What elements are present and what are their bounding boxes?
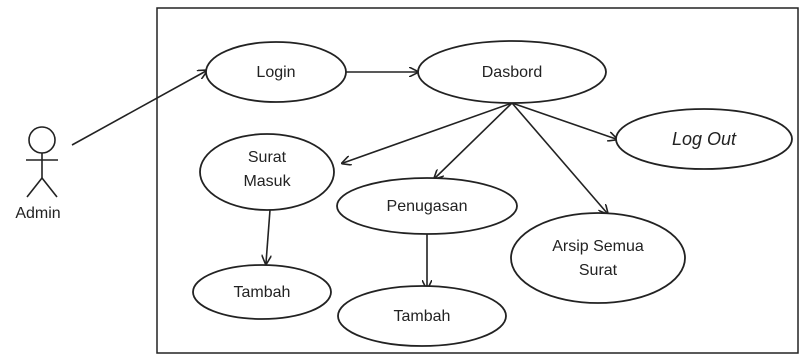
tambah-1-label: Tambah	[234, 284, 291, 301]
surat-masuk-label-line1: Surat	[248, 149, 287, 166]
connectors	[71, 71, 616, 288]
arsip-label-line2: Surat	[579, 262, 618, 279]
use-case-tambah-1	[192, 264, 332, 320]
arsip-label-line1: Arsip Semua	[552, 238, 644, 255]
use-case-surat-masuk	[199, 133, 335, 211]
surat-masuk-label-line2: Masuk	[243, 173, 291, 190]
tambah-2-label: Tambah	[394, 308, 451, 325]
actor-left-leg	[26, 177, 43, 198]
arrow-surat-masuk-to-tambah	[266, 209, 270, 263]
arrow-dasbord-to-penugasan	[435, 102, 513, 178]
actor-label: Admin	[15, 205, 60, 222]
arrow-admin-to-login	[71, 71, 206, 146]
arrow-dasbord-to-arsip	[511, 102, 607, 213]
system-boundary	[156, 7, 799, 354]
logout-label: Log Out	[672, 129, 737, 149]
use-case-logout	[615, 108, 793, 170]
actor-head	[28, 126, 56, 154]
use-case-login	[205, 41, 347, 103]
arrow-dasbord-to-logout	[511, 102, 616, 139]
login-label: Login	[256, 64, 295, 81]
dasbord-label: Dasbord	[482, 64, 542, 81]
use-case-tambah-2	[337, 285, 507, 347]
admin-actor	[26, 126, 58, 198]
use-case-arsip	[510, 212, 686, 304]
penugasan-label: Penugasan	[387, 198, 468, 215]
use-case-dasbord	[417, 40, 607, 104]
arrow-dasbord-to-surat-masuk	[343, 102, 513, 163]
actor-right-leg	[41, 177, 58, 198]
use-case-penugasan	[336, 177, 518, 235]
